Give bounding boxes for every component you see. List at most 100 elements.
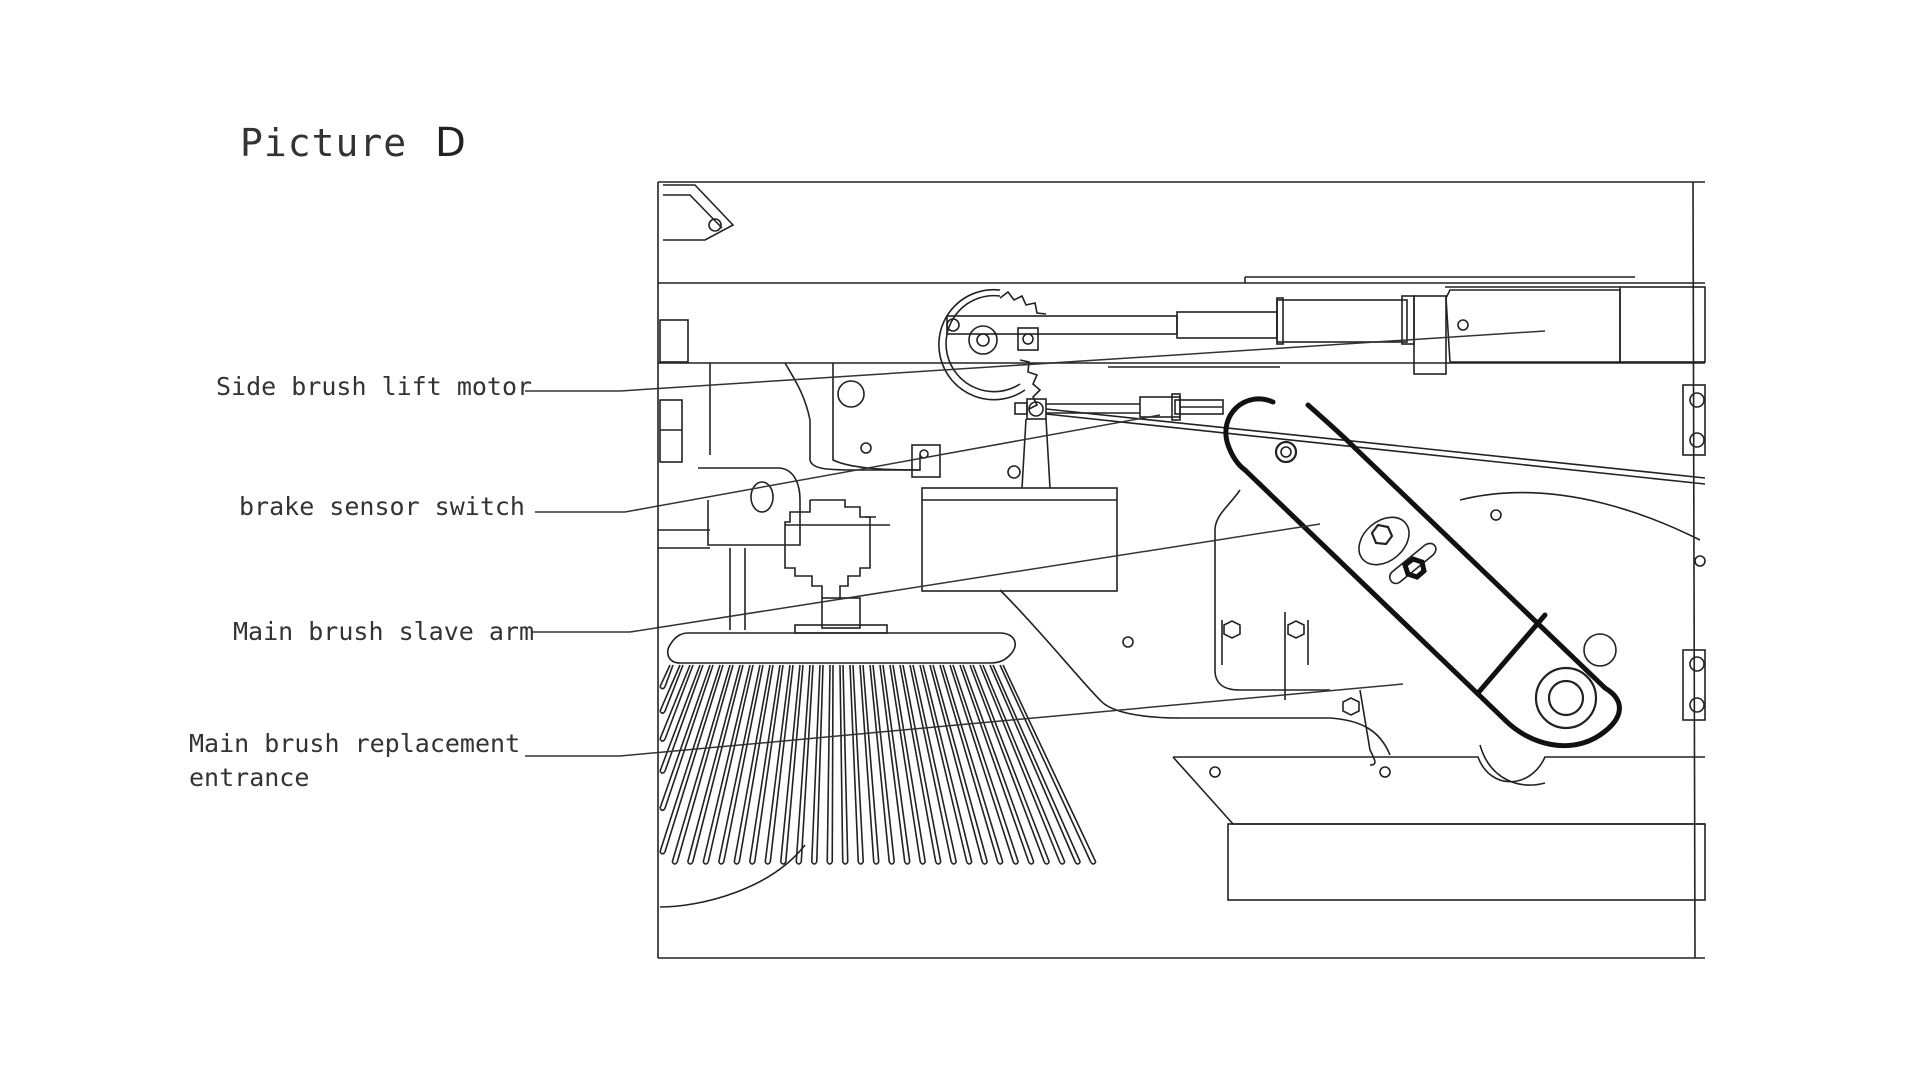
bristle-tip	[904, 861, 911, 865]
bristle-tip	[1074, 861, 1081, 865]
bristle-line	[671, 664, 731, 863]
bristle-line	[979, 664, 1061, 863]
bristle-tip	[659, 807, 666, 812]
bristle-tip	[935, 861, 942, 865]
bristle-line	[892, 664, 927, 863]
bristle-line	[842, 664, 849, 863]
bristle-line	[707, 664, 754, 863]
bristle-tip	[659, 738, 666, 742]
bristle-tip	[811, 861, 818, 865]
bristle-line	[764, 664, 791, 863]
bristle-line	[664, 664, 724, 853]
label-main-brush-slave-arm: Main brush slave arm	[233, 617, 535, 646]
bristle-line	[949, 664, 1015, 863]
bristle-line	[972, 664, 1050, 863]
brake-sensor-switch	[1007, 393, 1706, 489]
bristle-line	[831, 664, 834, 863]
bristle-line	[939, 664, 999, 863]
bristle-tip	[857, 861, 864, 865]
bristle-tip	[687, 861, 694, 865]
bristle-line	[826, 664, 831, 863]
bristle-line	[952, 664, 1020, 863]
bristle-line	[862, 664, 880, 863]
drawing-frame	[657, 181, 1705, 959]
bristle-line	[989, 664, 1076, 863]
bristle-tip	[1012, 861, 1019, 865]
bristle-line	[882, 664, 911, 863]
bristle-line	[929, 664, 984, 863]
bristle-line	[919, 664, 968, 863]
bristle-tip	[702, 861, 709, 865]
bristle-line	[912, 664, 958, 863]
bristle-tip	[718, 861, 725, 865]
bristle-line	[664, 664, 694, 740]
bristle-tip	[981, 861, 988, 865]
bristle-tip	[1028, 861, 1035, 865]
bristle-line	[982, 664, 1066, 863]
bristle-line	[879, 664, 906, 863]
bristle-line	[664, 664, 674, 687]
bristle-line	[733, 664, 771, 863]
bristle-line	[769, 664, 794, 863]
bristle-line	[859, 664, 875, 863]
bristle-line	[722, 664, 764, 863]
leader-side-brush-lift-motor	[525, 330, 1546, 392]
side-brush-bristles	[659, 632, 1097, 908]
bristle-line	[784, 664, 804, 863]
label-side-brush-lift-motor: Side brush lift motor	[216, 372, 533, 401]
bristle-tip	[1090, 861, 1097, 865]
bristle-line	[659, 664, 701, 772]
bristle-line	[869, 664, 891, 863]
leader-lines	[525, 330, 1546, 757]
bristle-tip	[764, 861, 771, 865]
picture-title: Picture D	[240, 120, 467, 166]
bristle-line	[659, 664, 721, 853]
bristle-line	[889, 664, 922, 863]
bristle-line	[659, 664, 681, 712]
bristle-line	[664, 664, 684, 712]
bristle-line	[969, 664, 1045, 863]
bristle-tip	[950, 861, 957, 865]
bristle-line	[899, 664, 937, 863]
bristle-tip	[659, 710, 666, 715]
bristle-line	[839, 664, 844, 863]
lower-chassis-plate	[999, 489, 1706, 786]
bristle-tip	[659, 686, 666, 690]
bristle-line	[664, 664, 704, 772]
bristle-line	[959, 664, 1030, 863]
picture-title-prefix: Picture	[240, 121, 408, 165]
bristle-line	[659, 664, 691, 740]
bristle-line	[992, 664, 1081, 863]
bristle-tip	[780, 861, 787, 865]
bristle-line	[691, 664, 744, 863]
bristle-line	[815, 664, 824, 863]
bristle-line	[962, 664, 1035, 863]
bristle-line	[717, 664, 761, 863]
bristle-line	[909, 664, 953, 863]
leader-main-brush-replacement-entrance	[525, 683, 1404, 757]
leader-main-brush-slave-arm	[532, 523, 1321, 633]
bristle-line	[1002, 664, 1097, 863]
bristle-tip	[919, 861, 926, 865]
bristle-tip	[659, 770, 666, 774]
bristle-line	[753, 664, 784, 863]
side-brush-lift-motor	[938, 288, 1621, 410]
bristle-tip	[1059, 861, 1066, 865]
right-brackets	[1682, 384, 1706, 721]
bristle-line	[902, 664, 942, 863]
bristle-tip	[873, 861, 880, 865]
bristle-line	[659, 664, 671, 688]
bristle-line	[795, 664, 811, 863]
top-left-bracket	[659, 184, 735, 463]
bristle-line	[852, 664, 865, 863]
bristle-line	[702, 664, 751, 863]
bristle-tip	[733, 861, 740, 865]
center-cover	[921, 487, 1118, 592]
bristle-line	[810, 664, 821, 863]
bristle-tip	[842, 861, 849, 865]
bristle-line	[932, 664, 989, 863]
bristle-tip	[1043, 861, 1050, 865]
bristle-tip	[795, 861, 802, 865]
bristle-line	[779, 664, 801, 863]
